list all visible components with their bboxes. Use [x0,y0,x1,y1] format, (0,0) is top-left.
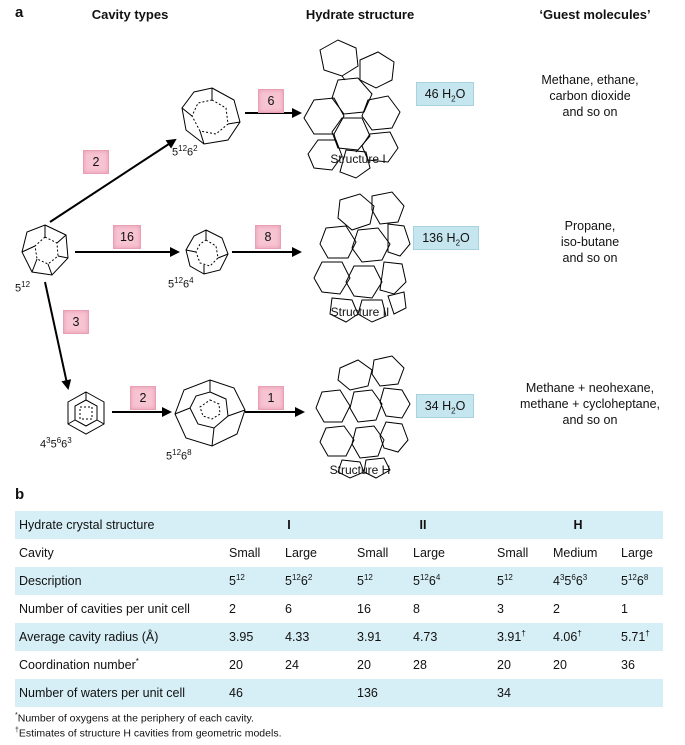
table-cell: 46 [225,679,353,707]
cavity-51268-icon [174,379,246,447]
table-header-row: Hydrate crystal structure I II H [15,511,663,539]
table-cell: 20 [497,658,511,672]
row-label-coordination: Coordination number* [19,657,139,673]
table-cell: 512 [225,567,281,595]
table-cell: 24 [285,658,299,672]
table-cell: Large [621,546,653,560]
label-512: 512 [15,280,31,295]
arrow-512-to-435663 [44,281,72,390]
table-cell: Small [229,546,261,560]
row-label-cavity: Cavity [19,546,54,560]
table-cell: Medium [553,546,598,560]
table-row: Cavity Small Large Small Large Small Med… [15,539,663,567]
row-label-description: Description [15,567,225,595]
hydrate-table: Hydrate crystal structure I II H Cavity … [15,511,663,707]
table-cell: 2 [553,602,560,616]
structure-h-icon [315,355,411,479]
table-cell: 3.95 [225,623,281,651]
footnote-1: *Number of oxygens at the periphery of e… [15,712,254,725]
table-cell: 1 [621,602,628,616]
table-row: Number of cavities per unit cell 2 6 16 … [15,595,663,623]
label-51264: 51264 [168,276,194,291]
cavity-51262-icon [181,87,241,145]
table-cell: 4.33 [281,623,353,651]
structure-i-icon [303,39,401,179]
footnote-2: †Estimates of structure H cavities from … [15,727,282,740]
col-head-guest-molecules: ‘Guest molecules’ [539,7,651,22]
table-cell: 51268 [617,567,663,595]
table-cell: 435663 [549,567,617,595]
panel-a-label: a [15,4,24,21]
table-cell: 512 [493,567,549,595]
table-cell: 51262 [281,567,353,595]
table-cell: 136 [353,679,493,707]
water-box-s1: 46 H2O [416,82,474,106]
cavity-51264-icon [185,229,229,275]
cavity-435663-icon [67,391,105,435]
table-cell: 34 [493,679,663,707]
guest-s1: Methane, ethane, carbon dioxide and so o… [541,73,639,119]
table-cell: 20 [553,658,567,672]
table-cell: 3 [497,602,504,616]
table-cell: 16 [357,602,371,616]
row-label-cavities-per-cell: Number of cavities per unit cell [19,602,190,616]
badge-435663-to-51268: 2 [130,386,156,410]
badge-512-to-51262: 2 [83,150,109,174]
row-label-waters: Number of waters per unit cell [15,679,225,707]
badge-51262-to-s1: 6 [258,89,284,113]
structure-ii-icon [313,191,411,323]
table-cell: 6 [285,602,292,616]
header-group-i: I [225,511,353,539]
label-51268: 51268 [166,448,192,463]
water-box-s2: 136 H2O [413,226,479,250]
structure-ii-label: Structure II [330,305,390,319]
panel-b-label: b [15,486,25,503]
badge-51264-to-s2: 8 [255,225,281,249]
table-cell: Large [413,546,445,560]
arrow-512-to-51262 [49,138,177,223]
table-cell: 3.91† [493,623,549,651]
table-cell: 4.73 [409,623,493,651]
hydrate-diagram [21,39,411,479]
table-row: Number of waters per unit cell 46 136 34 [15,679,663,707]
table-cell: 36 [621,658,635,672]
table-row: Coordination number* 20 24 20 28 20 20 3… [15,651,663,679]
badge-512-to-435663: 3 [63,310,89,334]
table-cell: 3.91 [353,623,409,651]
col-head-hydrate-structure: Hydrate structure [305,7,415,22]
cavity-512-icon [21,224,69,276]
table-cell: 28 [413,658,427,672]
structure-i-label: Structure I [330,152,386,166]
header-group-h: H [493,511,663,539]
guest-s2: Propane, iso-butane and so on [560,219,620,265]
label-51262: 51262 [172,144,198,159]
table-cell: 5.71† [617,623,663,651]
table-cell: 8 [413,602,420,616]
table-row: Average cavity radius (Å) 3.95 4.33 3.91… [15,623,663,651]
structure-h-label: Structure H [329,463,391,477]
table-cell: 51264 [409,567,493,595]
table-cell: 4.06† [549,623,617,651]
header-title: Hydrate crystal structure [15,511,225,539]
col-head-cavity-types: Cavity types [91,7,169,22]
table-cell: 20 [357,658,371,672]
header-group-ii: II [353,511,493,539]
label-435663: 435663 [40,436,72,451]
table-cell: Small [497,546,529,560]
badge-512-to-51264: 16 [113,225,141,249]
table-cell: Small [357,546,389,560]
water-box-sh: 34 H2O [416,394,474,418]
table-cell: 2 [229,602,236,616]
table-cell: Large [285,546,317,560]
row-label-radius: Average cavity radius (Å) [15,623,225,651]
table-cell: 20 [229,658,243,672]
guest-sh: Methane + neohexane, methane + cyclohept… [519,381,661,427]
badge-51268-to-sh: 1 [258,386,284,410]
table-row: Description 512 51262 512 51264 512 4356… [15,567,663,595]
table-cell: 512 [353,567,409,595]
